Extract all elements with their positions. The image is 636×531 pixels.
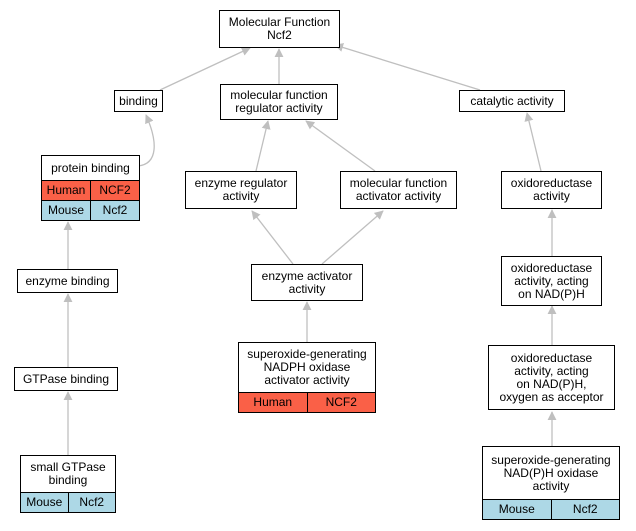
edge-protbind-to-binding [137, 114, 155, 167]
species-cell: Mouse [47, 203, 85, 217]
node-gtpase-binding[interactable]: GTPase binding [14, 367, 118, 391]
node-superoxide-generating-nadph-oxidase-activity[interactable]: superoxide-generating NAD(P)H oxidase ac… [482, 446, 620, 520]
species-cell: Mouse [498, 502, 535, 516]
node-enzyme-activator-activity[interactable]: enzyme activator activity [251, 264, 363, 301]
gene-cell: Ncf2 [67, 493, 116, 512]
node-molecular-function[interactable]: Molecular Function Ncf2 [219, 10, 340, 48]
species-cell: Human [46, 183, 86, 197]
node-label: oxidoreductase activity, acting on NAD(P… [499, 350, 604, 404]
gene-cell: Ncf2 [90, 201, 139, 220]
node-protein-binding[interactable]: protein binding Human NCF2 Mouse Ncf2 [41, 155, 140, 221]
node-oxidoreductase-acting-on-nadph[interactable]: oxidoreductase activity, acting on NAD(P… [501, 256, 602, 306]
node-label: protein binding [51, 160, 130, 175]
edge-cat-to-mf [334, 43, 481, 91]
gene-row-human: Human NCF2 [239, 392, 375, 412]
node-label: oxidoreductase activity, acting on NAD(P… [510, 260, 593, 301]
node-label: molecular function activator activity [349, 176, 448, 203]
species-cell: Human [253, 395, 293, 409]
edge-enzact-to-enzreg [251, 210, 294, 265]
node-label: enzyme activator activity [261, 268, 353, 296]
gene-row-mouse: Mouse Ncf2 [483, 499, 619, 519]
edge-binding-to-mf [159, 47, 251, 91]
node-oxidoreductase-activity[interactable]: oxidoreductase activity [501, 171, 602, 209]
gene-cell: NCF2 [90, 181, 139, 200]
node-label: superoxide-generating NAD(P)H oxidase ac… [491, 452, 611, 493]
node-small-gtpase-binding[interactable]: small GTPase binding Mouse Ncf2 [20, 455, 116, 513]
node-label: binding [119, 93, 158, 108]
node-label: molecular function regulator activity [230, 88, 328, 115]
species-cell: Mouse [26, 495, 63, 509]
node-label: enzyme binding [25, 273, 110, 288]
node-molecular-function-regulator-activity[interactable]: molecular function regulator activity [220, 84, 338, 120]
gene-row-mouse: Mouse Ncf2 [21, 492, 115, 512]
edge-oxred-to-cat [524, 112, 542, 172]
node-label: Molecular Function Ncf2 [228, 15, 331, 42]
edge-enzact-to-mfaa [321, 210, 384, 265]
node-label: small GTPase binding [30, 460, 106, 487]
node-label: GTPase binding [22, 371, 110, 386]
node-superoxide-generating-nadph-oxidase-activator-activity[interactable]: superoxide-generating NADPH oxidase acti… [238, 342, 376, 413]
node-molecular-function-activator-activity[interactable]: molecular function activator activity [340, 171, 457, 209]
node-oxidoreductase-oxygen-as-acceptor[interactable]: oxidoreductase activity, acting on NAD(P… [488, 345, 615, 410]
gene-row-mouse: Mouse Ncf2 [42, 200, 139, 220]
node-label: oxidoreductase activity [510, 176, 593, 203]
node-enzyme-binding[interactable]: enzyme binding [17, 269, 118, 293]
node-label: enzyme regulator activity [194, 176, 288, 203]
node-label: superoxide-generating NADPH oxidase acti… [247, 347, 367, 387]
node-binding[interactable]: binding [114, 90, 163, 112]
edge-mfaa-to-mfra [305, 120, 376, 172]
edge-enzreg-to-mfra [255, 120, 271, 172]
gene-row-human: Human NCF2 [42, 180, 139, 200]
gene-cell: Ncf2 [550, 500, 620, 519]
node-enzyme-regulator-activity[interactable]: enzyme regulator activity [185, 171, 297, 209]
node-catalytic-activity[interactable]: catalytic activity [459, 90, 565, 112]
gene-cell: NCF2 [306, 393, 376, 412]
node-label: catalytic activity [470, 93, 554, 108]
